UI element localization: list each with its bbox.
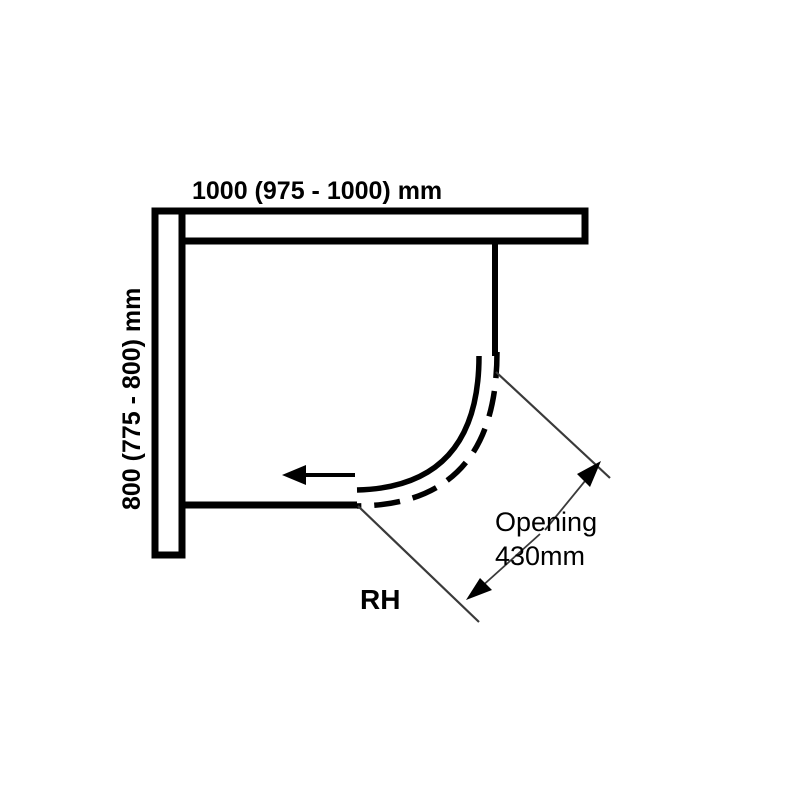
opening-dimension-lower	[357, 505, 541, 623]
top-wall	[151, 207, 589, 245]
depth-dimension-label: 800 (775 - 800) mm	[118, 288, 146, 510]
opening-label-value: 430mm	[495, 541, 585, 571]
door-slide-direction-arrow	[282, 465, 355, 485]
handing-label: RH	[360, 584, 400, 615]
door-arc-inner	[356, 355, 482, 493]
opening-label-title: Opening	[495, 507, 597, 537]
opening-dimension-upper	[495, 371, 611, 531]
width-dimension-label: 1000 (975 - 1000) mm	[192, 177, 442, 205]
door-arc-outer-dashed	[356, 351, 500, 509]
left-wall	[151, 207, 186, 559]
